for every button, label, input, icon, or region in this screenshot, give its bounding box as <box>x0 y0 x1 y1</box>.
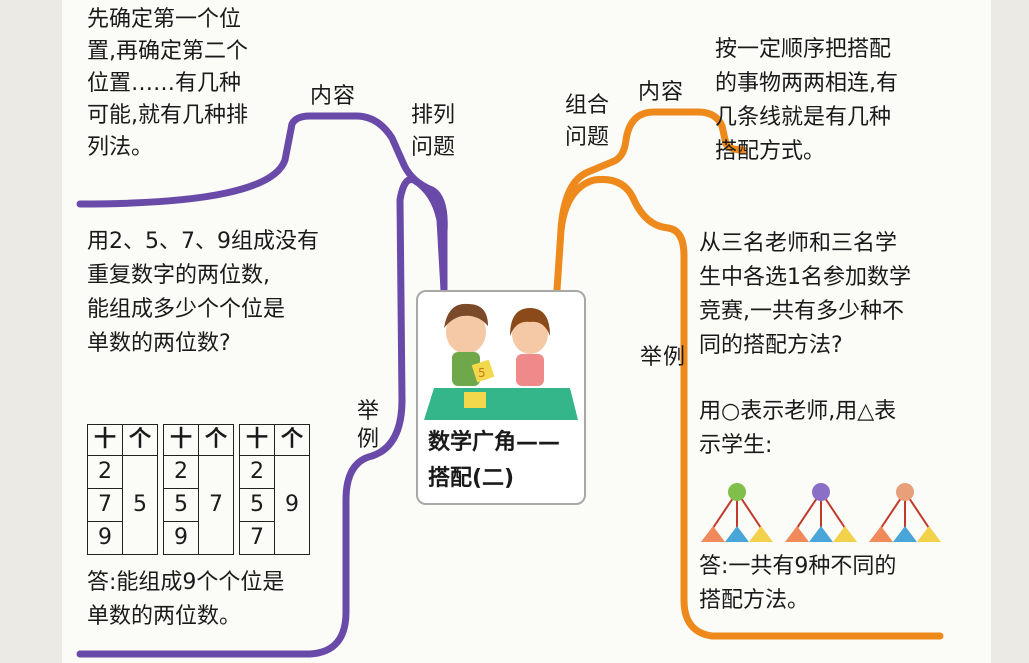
ones-header: 个 <box>198 424 234 456</box>
left-answer-text: 答:能组成9个个位是 单数的两位数。 <box>87 566 284 634</box>
left-branch-label: 排列 问题 <box>411 100 455 164</box>
tens-header: 十 <box>163 424 199 456</box>
card-number: 5 <box>478 366 486 380</box>
student-triangle <box>701 526 725 542</box>
teacher-circle <box>896 483 914 501</box>
tens-digit: 2 <box>163 455 199 489</box>
left-example-label: 举 例 <box>357 398 379 453</box>
left-content-line <box>76 112 448 294</box>
center-topic-card: 5 数学广角—— 搭配(二) <box>416 290 586 505</box>
pairing-trees <box>701 483 941 542</box>
ones-digit: 5 <box>122 455 158 555</box>
children-illustration: 5 <box>424 303 578 420</box>
tens-digit: 5 <box>163 488 199 522</box>
tens-digit: 7 <box>239 521 275 555</box>
teacher-circle <box>812 483 830 501</box>
student-triangle <box>869 526 893 542</box>
right-answer-text: 答:一共有9种不同的 搭配方法。 <box>699 550 896 618</box>
student-triangle <box>785 526 809 542</box>
left-margin <box>0 0 62 663</box>
right-question-line-3: 竞赛,一共有多少种不 <box>699 299 904 325</box>
ones-digit: 9 <box>274 455 310 555</box>
ones-header: 个 <box>274 424 310 456</box>
tens-digit: 7 <box>87 488 123 522</box>
right-content-text: 按一定顺序把搭配 的事物两两相连,有 几条线就是有几种 搭配方式。 <box>715 33 898 169</box>
center-title-line-2: 搭配(二) <box>428 466 515 491</box>
right-margin <box>991 0 1029 663</box>
left-content-text: 先确定第一个位 置,再确定第二个 位置……有几种 可能,就有几种排 列法。 <box>87 4 248 163</box>
left-content-label: 内容 <box>310 84 357 109</box>
left-answer-line-1: 答:能组成9个个位是 <box>87 570 285 595</box>
center-title-line-1: 数学广角—— <box>428 430 561 455</box>
student-triangle <box>749 526 773 542</box>
left-question-line-4: 单数的两位数? <box>87 331 231 357</box>
left-question-line-2: 重复数字的两位数, <box>87 263 270 289</box>
left-content-line-2: 置,再确定第二个 <box>87 38 248 64</box>
right-answer-line-2: 搭配方法。 <box>699 588 810 614</box>
left-question-text: 用2、5、7、9组成没有 重复数字的两位数, 能组成多少个个位是 单数的两位数? <box>87 225 319 361</box>
left-content-line-4: 可能,就有几种排 <box>87 102 248 128</box>
right-branch-label: 组合 问题 <box>565 90 609 154</box>
right-question-line-4: 同的搭配方法? <box>699 333 843 359</box>
right-content-line-4: 搭配方式。 <box>715 139 826 165</box>
right-example-label: 举例 <box>640 345 687 370</box>
student-triangle <box>833 526 857 542</box>
student-triangle <box>893 526 917 542</box>
left-example-label-2: 例 <box>357 426 380 452</box>
tens-digit: 9 <box>163 521 199 555</box>
left-branch-line-1: 排列 <box>411 103 456 128</box>
left-content-line-5: 列法。 <box>87 134 154 160</box>
tens-header: 十 <box>87 424 123 456</box>
right-content-line-2: 的事物两两相连,有 <box>715 71 898 97</box>
right-example-line <box>557 175 944 640</box>
right-note-line-2: 示学生: <box>699 433 773 459</box>
tens-digit: 2 <box>87 455 123 489</box>
right-question-text: 从三名老师和三名学 生中各选1名参加数学 竞赛,一共有多少种不 同的搭配方法? <box>699 227 911 363</box>
ones-header: 个 <box>122 424 158 456</box>
student-triangle <box>725 526 749 542</box>
right-branch-line-2: 问题 <box>565 124 610 150</box>
right-note-text: 用○表示老师,用△表 示学生: <box>699 395 896 463</box>
tens-header: 十 <box>239 424 275 456</box>
right-content-label: 内容 <box>638 80 685 105</box>
left-content-line-1: 先确定第一个位 <box>87 7 242 32</box>
teacher-circle <box>728 483 746 501</box>
student-triangle <box>917 526 941 542</box>
ones-digit: 7 <box>198 455 234 555</box>
left-branch-line-2: 问题 <box>411 134 456 160</box>
right-content-line <box>553 108 748 294</box>
left-example-line <box>76 175 448 658</box>
student-triangle <box>809 526 833 542</box>
right-content-line-1: 按一定顺序把搭配 <box>715 37 892 62</box>
right-question-line-2: 生中各选1名参加数学 <box>699 265 911 291</box>
tens-digit: 9 <box>87 521 123 555</box>
right-answer-line-1: 答:一共有9种不同的 <box>699 554 897 579</box>
tens-digit: 5 <box>239 488 275 522</box>
left-content-line-3: 位置……有几种 <box>87 70 242 96</box>
left-answer-line-2: 单数的两位数。 <box>87 604 242 630</box>
left-question-line-3: 能组成多少个个位是 <box>87 297 286 323</box>
right-note-line-1: 用○表示老师,用△表 <box>699 399 897 424</box>
right-question-line-1: 从三名老师和三名学 <box>699 231 898 256</box>
right-content-line-3: 几条线就是有几种 <box>715 105 892 131</box>
left-question-line-1: 用2、5、7、9组成没有 <box>87 229 319 254</box>
left-example-label-1: 举 <box>357 399 380 424</box>
right-branch-line-1: 组合 <box>565 93 610 118</box>
tens-digit: 2 <box>239 455 275 489</box>
